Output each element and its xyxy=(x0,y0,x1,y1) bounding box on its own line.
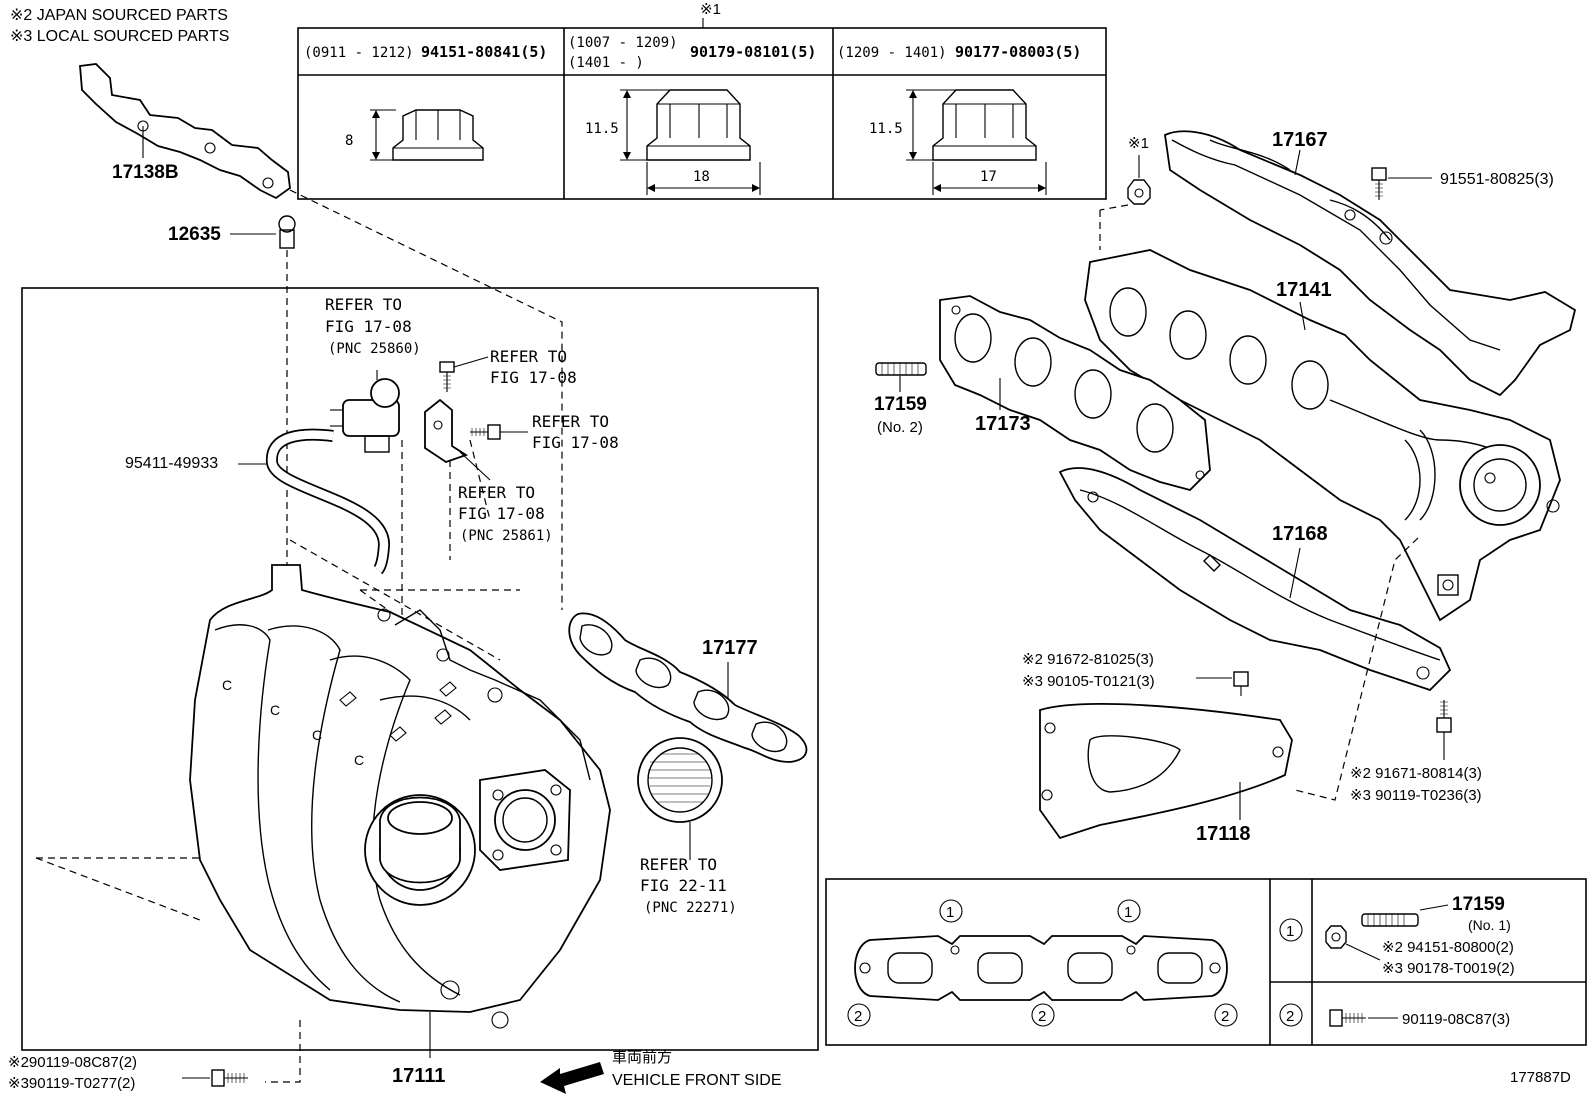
label-91672-81025: ※2 91672-81025(3) xyxy=(1022,651,1154,668)
nut2-height: 11.5 xyxy=(585,121,619,137)
refer-bolt-side-line1: REFER TO xyxy=(532,412,609,431)
heat-insulator-17168 xyxy=(1058,467,1452,692)
label-90119-T0236: ※3 90119-T0236(3) xyxy=(1350,787,1482,804)
stud-17159-no2-icon xyxy=(875,362,927,376)
legend-17159-sub: (No. 1) xyxy=(1468,917,1511,933)
heat-insulator-17167 xyxy=(1164,130,1577,397)
legend-gasket-marker-2a: 2 xyxy=(854,1008,862,1025)
vsv-bracket-icon xyxy=(424,398,469,463)
label-17168: 17168 xyxy=(1272,523,1328,545)
throttle-gasket-icon xyxy=(637,737,723,823)
svg-text:C: C xyxy=(222,677,232,693)
exhaust-gasket-17173 xyxy=(939,295,1211,492)
refer-gasket-line3: (PNC 22271) xyxy=(644,900,737,916)
note-japan-sourced: ※2 JAPAN SOURCED PARTS xyxy=(10,7,228,24)
label-91671-80814: ※2 91671-80814(3) xyxy=(1350,765,1482,782)
label-17173: 17173 xyxy=(975,413,1031,435)
exhaust-nut-icon xyxy=(1127,179,1151,205)
legend-row1-marker: 1 xyxy=(1286,923,1294,940)
refer-bolt-side-line2: FIG 17-08 xyxy=(532,433,619,452)
label-17111: 17111 xyxy=(392,1065,445,1087)
intake-manifold-17111: C C C C xyxy=(189,564,611,1029)
nut3-height: 11.5 xyxy=(869,121,903,137)
manifold-stay-17118 xyxy=(1039,703,1293,840)
svg-text:C: C xyxy=(354,752,364,768)
label-17159-no2-sub: (No. 2) xyxy=(877,419,923,436)
label-17159-no2: 17159 xyxy=(874,394,927,415)
nut-table-mark: ※1 xyxy=(700,1,721,18)
legend-row2-marker: 2 xyxy=(1286,1008,1294,1025)
refer-bracket-line1: REFER TO xyxy=(458,483,535,502)
intake-manifold-frame xyxy=(21,287,819,1051)
legend-bolt-90119: 90119-08C87(3) xyxy=(1402,1011,1510,1028)
label-91551-80825: 91551-80825(3) xyxy=(1440,171,1554,188)
label-17167: 17167 xyxy=(1272,129,1328,151)
nut2-width: 18 xyxy=(693,169,710,185)
nut2-date-1: (1007 - 1209) xyxy=(568,35,678,51)
nut3-date: (1209 - 1401) xyxy=(837,45,947,61)
label-95411-49933: 95411-49933 xyxy=(125,455,218,472)
refer-bracket-line3: (PNC 25861) xyxy=(460,528,553,544)
legend-gasket-marker-1a: 1 xyxy=(946,904,954,921)
label-90105-T0121: ※3 90105-T0121(3) xyxy=(1022,673,1155,690)
vacuum-switching-valve-icon xyxy=(330,378,400,453)
legend-17159: 17159 xyxy=(1452,894,1505,915)
diagram-reference-code: 177887D xyxy=(1510,1069,1571,1086)
refer-bolt-top-line2: FIG 17-08 xyxy=(490,368,577,387)
refer-vsv-line1: REFER TO xyxy=(325,295,402,314)
legend-gasket-marker-1b: 1 xyxy=(1124,904,1132,921)
note-local-sourced: ※3 LOCAL SOURCED PARTS xyxy=(10,28,229,45)
bolt-vsv-top-icon xyxy=(439,361,455,392)
gasket-legend-box: 1 1 2 2 2 1 2 17159 (No. 1) ※2 94151-808… xyxy=(825,878,1587,1046)
nut3-part-number: 90177-08003(5) xyxy=(955,43,1081,61)
mark-right-nut: ※1 xyxy=(1128,135,1149,152)
refer-gasket-line1: REFER TO xyxy=(640,855,717,874)
flange-nut-3-icon: 11.5 17 xyxy=(869,89,1047,195)
bolt-90119-08C87-label: ※290119-08C87(2) xyxy=(8,1054,137,1071)
refer-vsv-line3: (PNC 25860) xyxy=(328,341,421,357)
vehicle-front-en: VEHICLE FRONT SIDE xyxy=(612,1072,782,1089)
nut2-part-number: 90179-08101(5) xyxy=(690,43,816,61)
legend-gasket-marker-2b: 2 xyxy=(1038,1008,1046,1025)
plug-12635-icon xyxy=(278,215,296,249)
intake-gasket-17177 xyxy=(568,612,808,763)
stay-bolt-icon xyxy=(1233,671,1249,696)
flange-nut-2-icon: 11.5 18 xyxy=(585,89,761,195)
refer-gasket-line2: FIG 22-11 xyxy=(640,876,727,895)
nut2-date-2: (1401 - ) xyxy=(568,55,644,71)
nut1-part-number: 94151-80841(5) xyxy=(421,43,547,61)
exhaust-bolt-icon xyxy=(1436,700,1452,733)
insulator-bolt-icon xyxy=(1371,167,1387,200)
nut-variant-table: ※1 (0911 - 1212) 94151-80841(5) (1007 - … xyxy=(297,1,1107,200)
bolt-90119-T0277-label: ※390119-T0277(2) xyxy=(8,1075,135,1092)
label-17138B: 17138B xyxy=(112,162,179,183)
label-17177: 17177 xyxy=(702,637,758,659)
vacuum-hose-icon xyxy=(266,428,391,575)
legend-bolt-icon xyxy=(1329,1009,1366,1027)
manifold-bolt-icon xyxy=(211,1069,248,1087)
svg-text:C: C xyxy=(312,727,322,743)
label-17118: 17118 xyxy=(1196,823,1251,845)
nut3-width: 17 xyxy=(980,169,997,185)
intake-gasket-17138B xyxy=(79,63,291,200)
refer-bracket-line2: FIG 17-08 xyxy=(458,504,545,523)
bolt-vsv-side-icon xyxy=(470,424,501,440)
legend-nut-94151: ※2 94151-80800(2) xyxy=(1382,939,1514,956)
refer-bolt-top-line1: REFER TO xyxy=(490,347,567,366)
svg-text:C: C xyxy=(270,702,280,718)
stud-17159-no1-icon xyxy=(1361,913,1419,927)
nut1-date: (0911 - 1212) xyxy=(304,45,414,61)
label-12635: 12635 xyxy=(168,224,221,245)
legend-nut-icon xyxy=(1325,925,1347,949)
refer-vsv-line2: FIG 17-08 xyxy=(325,317,412,336)
exhaust-manifold-17141 xyxy=(1084,249,1561,622)
nut1-height: 8 xyxy=(345,133,353,149)
vehicle-front-jp: 車両前方 xyxy=(612,1049,672,1066)
flange-nut-1-icon: 8 xyxy=(345,109,484,161)
legend-gasket-marker-2c: 2 xyxy=(1221,1008,1229,1025)
vehicle-front-arrow-icon xyxy=(540,1062,604,1094)
legend-nut-90178: ※3 90178-T0019(2) xyxy=(1382,960,1515,977)
label-17141: 17141 xyxy=(1276,279,1332,301)
